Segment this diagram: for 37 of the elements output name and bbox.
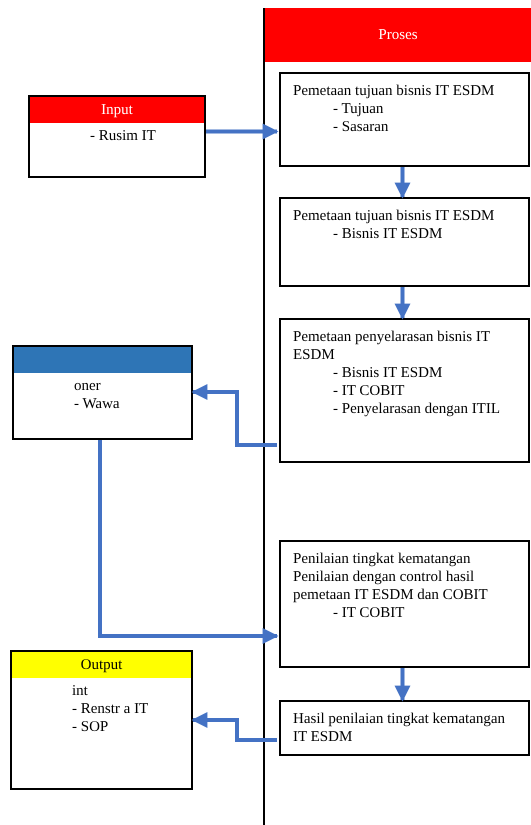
arrow bbox=[394, 167, 410, 199]
arrow bbox=[394, 287, 410, 320]
list-item: - Renstr a IT bbox=[71, 700, 150, 718]
input-output-box bbox=[10, 650, 193, 790]
header-title: Input bbox=[101, 100, 133, 120]
step-title: Pemetaan tujuan bisnis IT ESDM bbox=[293, 82, 496, 100]
list-item: - Penyelarasan dengan ITIL bbox=[332, 400, 502, 418]
list-item: - SOP bbox=[71, 718, 110, 736]
step-title: Pemetaan tujuan bisnis IT ESDM bbox=[293, 207, 496, 225]
input-output-box bbox=[12, 345, 193, 440]
list-item: - Bisnis IT ESDM bbox=[332, 225, 444, 243]
process-box bbox=[279, 318, 530, 463]
list-item: oner bbox=[73, 377, 102, 395]
list-item: - Bisnis IT ESDM bbox=[332, 364, 444, 382]
list-item: - Sasaran bbox=[332, 118, 390, 136]
process-column bbox=[263, 8, 531, 825]
process-box bbox=[279, 700, 530, 756]
header-title: Proses bbox=[378, 26, 418, 45]
list-item: - Wawa bbox=[73, 395, 121, 413]
list-item: - Tujuan bbox=[332, 100, 384, 118]
arrow bbox=[191, 384, 277, 447]
list-item: - IT COBIT bbox=[332, 382, 406, 400]
step-title: Pemetaan penyelarasan bisnis IT ESDM bbox=[293, 328, 491, 364]
process-box bbox=[279, 197, 530, 287]
step-title: Hasil penilaian tingkat kematangan IT ESDM bbox=[293, 710, 506, 746]
arrow bbox=[98, 440, 279, 644]
step-title: Penilaian tingkat kematangan Penilaian dengan control hasil pemetaan IT ESDM dan COBIT bbox=[293, 550, 489, 604]
list-item: int bbox=[71, 682, 89, 700]
list-item: - IT COBIT bbox=[332, 604, 406, 622]
arrow bbox=[206, 124, 279, 140]
process-box bbox=[279, 72, 530, 167]
input-output-box bbox=[28, 95, 206, 178]
arrow bbox=[394, 668, 410, 702]
process-box bbox=[279, 540, 530, 668]
list-item: - Rusim IT bbox=[89, 127, 157, 145]
header-title: Output bbox=[80, 656, 122, 675]
arrow bbox=[191, 712, 277, 742]
